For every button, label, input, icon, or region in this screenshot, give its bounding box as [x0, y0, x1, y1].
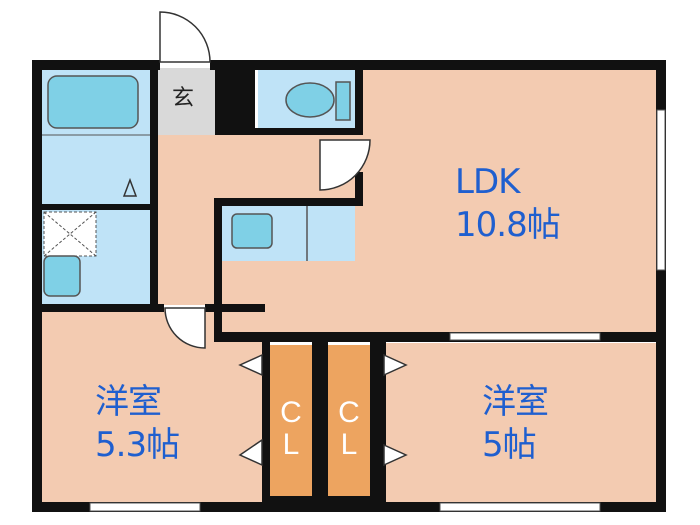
- closet-door-right-1: [383, 353, 408, 377]
- room1-door: [164, 307, 206, 349]
- kitchen-sink: [231, 213, 273, 249]
- drain-marker: [122, 177, 138, 197]
- closet-door-left-1: [238, 353, 263, 377]
- closet-1-label-c: C: [280, 396, 302, 429]
- ldk-door: [319, 139, 371, 191]
- closet-door-left-2: [238, 438, 263, 467]
- ldk-name: LDK: [455, 162, 520, 202]
- western-room-2-size: 5帖: [482, 425, 537, 465]
- closet-2-label-c: C: [338, 396, 360, 429]
- western-room-1-size: 5.3帖: [95, 425, 180, 465]
- western-room-2-name: 洋室: [482, 382, 549, 422]
- doors: [159, 11, 408, 467]
- closet-door-right-2: [383, 443, 408, 467]
- ldk-size: 10.8帖: [455, 205, 561, 245]
- windows: [89, 109, 666, 512]
- toilet-bowl: [285, 82, 335, 118]
- closet-2-floor: [326, 345, 372, 497]
- toilet-tank: [335, 81, 351, 121]
- fixtures: [40, 70, 351, 297]
- bathtub: [47, 75, 139, 129]
- entrance-label: 玄: [172, 86, 195, 111]
- entrance-floor: [155, 68, 215, 135]
- entrance-door: [159, 11, 211, 63]
- western-room-1-name: 洋室: [95, 382, 162, 422]
- western-room-2-floor: [383, 343, 660, 503]
- closet-1-floor: [268, 345, 314, 497]
- wash-basin: [43, 255, 81, 297]
- closet-1-label-l: L: [282, 428, 300, 461]
- closet-2-label-l: L: [340, 428, 358, 461]
